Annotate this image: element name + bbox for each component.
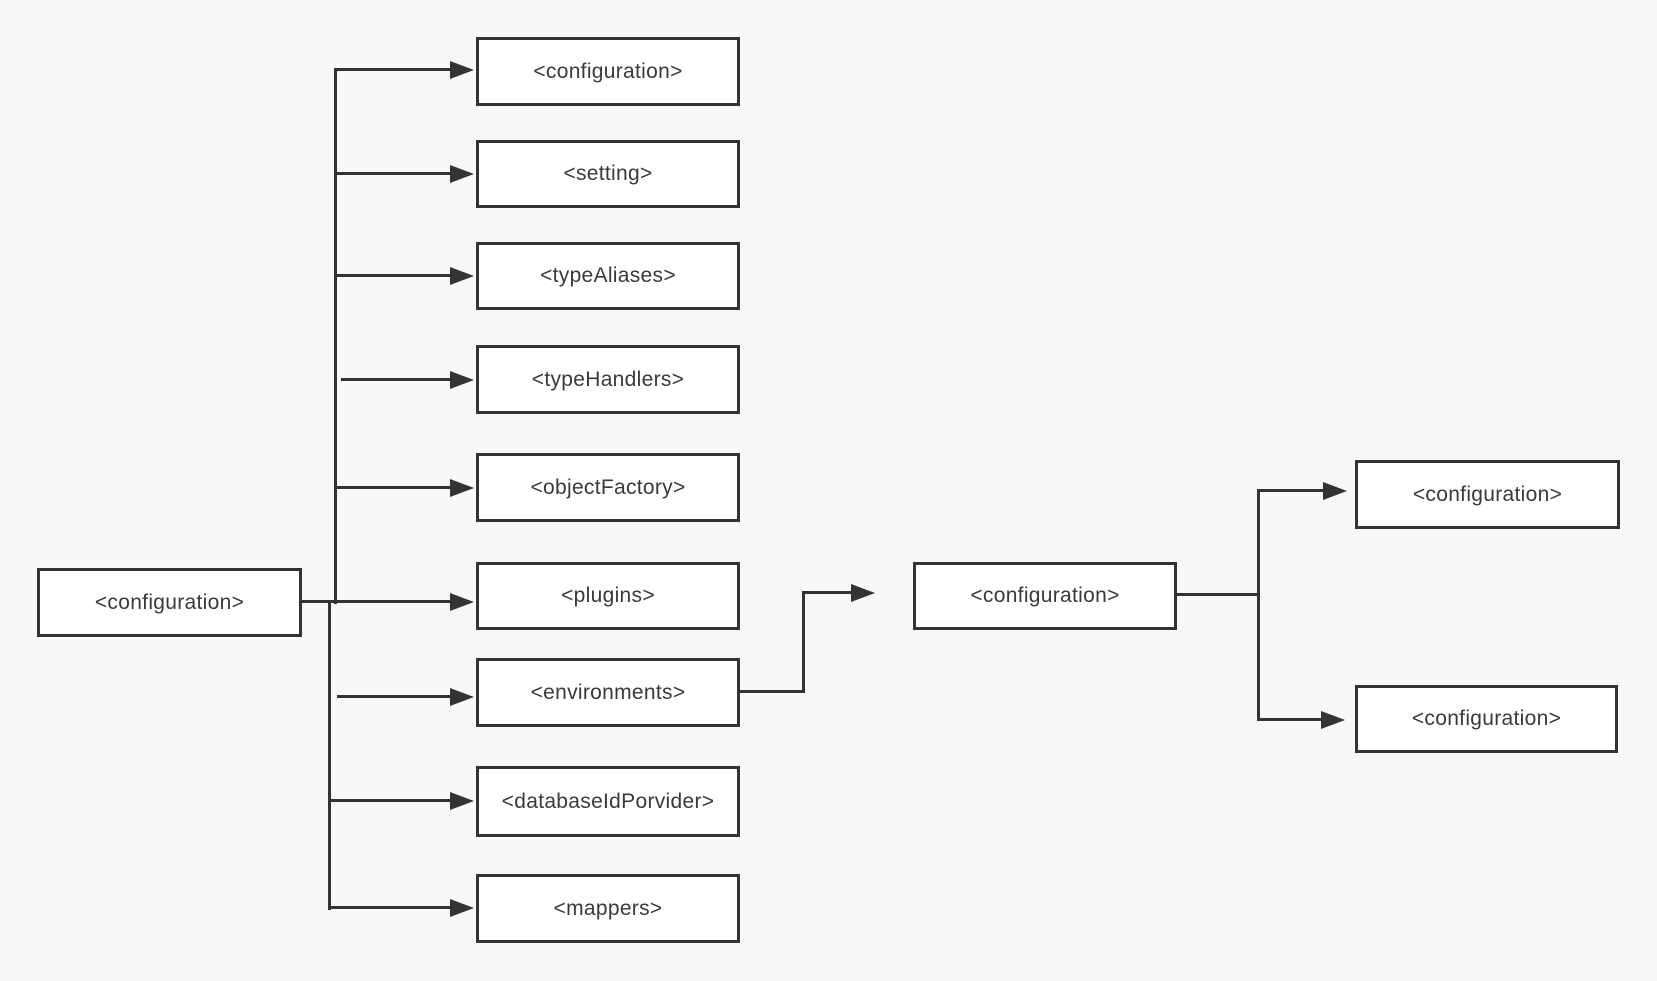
connector-left-trunk-upper [334, 68, 337, 604]
connector-branch-mappers [328, 906, 452, 909]
arrowhead-configuration-icon [450, 61, 474, 79]
arrowhead-plugins-icon [450, 593, 474, 611]
arrowhead-mappers-icon [450, 899, 474, 917]
arrowhead-setting-icon [450, 165, 474, 183]
node-leaf-configuration-top: <configuration> [1355, 460, 1620, 529]
connector-branch-environments [337, 695, 452, 698]
connector-left-trunk-lower [328, 600, 331, 910]
connector-environments-out-v [802, 591, 805, 693]
node-child-environments: <environments> [476, 658, 740, 727]
arrowhead-leaf-top-icon [1323, 482, 1347, 500]
node-child-plugins: <plugins> [476, 562, 740, 630]
connector-root-to-plugins [299, 600, 452, 603]
arrowhead-environments-icon [450, 688, 474, 706]
arrowhead-databaseidporvider-icon [450, 792, 474, 810]
node-environments-configuration: <configuration> [913, 562, 1177, 630]
connector-branch-leaf-bottom [1257, 718, 1323, 721]
connector-branch-configuration [334, 68, 452, 71]
connector-branch-typealiases [334, 274, 452, 277]
node-child-objectfactory: <objectFactory> [476, 453, 740, 522]
node-child-mappers: <mappers> [476, 874, 740, 943]
node-child-databaseidporvider: <databaseIdPorvider> [476, 766, 740, 837]
arrowhead-leaf-bottom-icon [1321, 711, 1345, 729]
node-root-configuration: <configuration> [37, 568, 302, 637]
connector-branch-typehandlers [341, 378, 452, 381]
node-child-typealiases: <typeAliases> [476, 242, 740, 310]
node-child-configuration: <configuration> [476, 37, 740, 106]
node-leaf-configuration-bottom: <configuration> [1355, 685, 1618, 753]
arrowhead-environments-child-icon [851, 584, 875, 602]
connector-environments-out-h2 [802, 591, 853, 594]
connector-branch-objectfactory [334, 486, 452, 489]
connector-right-out [1174, 593, 1260, 596]
arrowhead-typealiases-icon [450, 267, 474, 285]
node-child-setting: <setting> [476, 140, 740, 208]
connector-branch-setting [334, 172, 452, 175]
connector-right-trunk [1257, 489, 1260, 721]
connector-environments-out-h [737, 690, 805, 693]
arrowhead-objectfactory-icon [450, 479, 474, 497]
node-child-typehandlers: <typeHandlers> [476, 345, 740, 414]
connector-branch-leaf-top [1257, 489, 1325, 492]
arrowhead-typehandlers-icon [450, 371, 474, 389]
connector-branch-databaseidporvider [328, 799, 452, 802]
